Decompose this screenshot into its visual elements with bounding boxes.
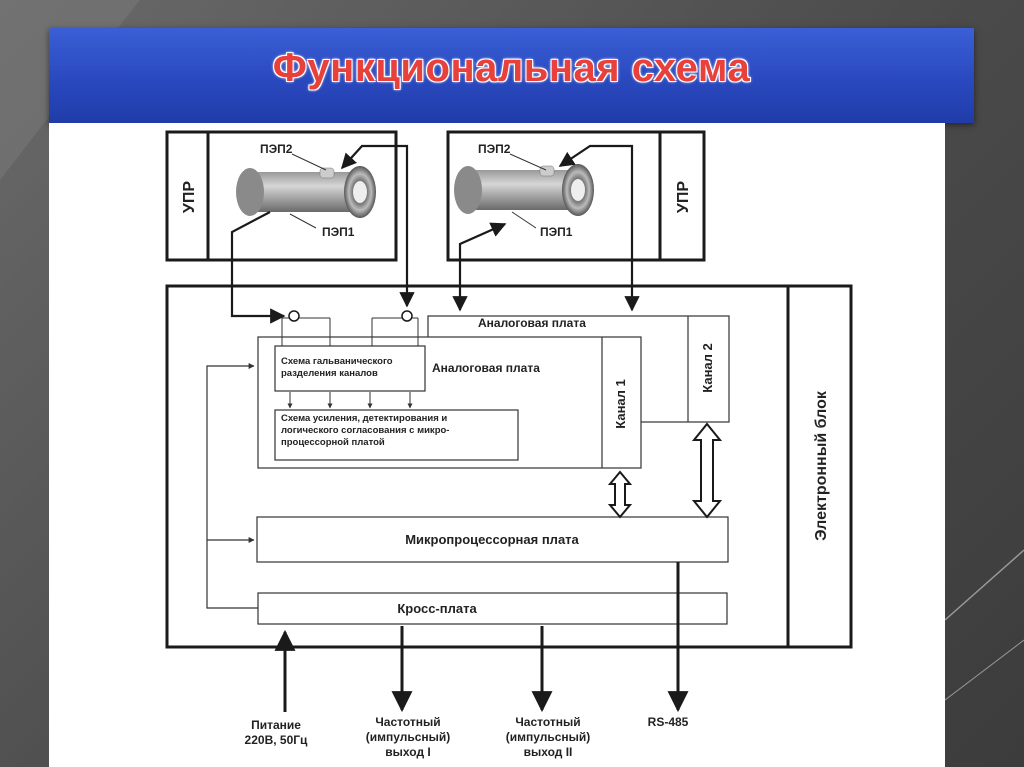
power-label-line-1: Питание xyxy=(251,718,301,732)
connector-2 xyxy=(401,310,413,322)
title-banner: Функциональная схема xyxy=(49,28,974,123)
channel2-label: Канал 2 xyxy=(700,343,715,393)
pep2-label-left: ПЭП2 xyxy=(260,142,293,156)
rs485-label: RS-485 xyxy=(648,715,689,729)
electronic-block-label: Электронный блок xyxy=(813,390,830,541)
sensor-unit-left: УПР ПЭП2 ПЭП1 xyxy=(165,130,398,262)
freq-out-1-line-3: выход I xyxy=(385,745,430,759)
microprocessor-label: Микропроцессорная плата xyxy=(405,532,579,547)
pep2-label-right: ПЭП2 xyxy=(478,142,511,156)
electronic-block: Электронный блок xyxy=(165,284,853,649)
sensor-wiring xyxy=(230,144,640,324)
pep1-label-right: ПЭП1 xyxy=(540,225,573,239)
bus-arrow-channel1 xyxy=(607,470,633,519)
analog-board-outer-label: Аналоговая плата xyxy=(478,316,586,330)
galvanic-isolation-block xyxy=(274,345,426,392)
power-distribution-line xyxy=(206,363,258,609)
galvanic-block-line-2: разделения каналов xyxy=(281,368,378,379)
freq-out-2-line-2: (импульсный) xyxy=(506,730,591,744)
pipe-icon-right xyxy=(454,164,594,216)
freq-out-1-line-1: Частотный xyxy=(375,715,440,729)
freq-out-2-line-1: Частотный xyxy=(515,715,580,729)
amplifier-block-line-3: процессорной платой xyxy=(281,437,385,448)
cross-board-label: Кросс-плата xyxy=(397,601,477,616)
external-io-arrows xyxy=(274,562,689,713)
cross-board: Кросс-плата xyxy=(257,592,728,625)
microprocessor-board: Микропроцессорная плата xyxy=(256,516,729,563)
connector-1 xyxy=(288,310,300,322)
amplifier-block-line-1: Схема усиления, детектирования и xyxy=(281,413,447,424)
upr-label-right: УПР xyxy=(675,181,692,213)
io-labels: Питание 220В, 50Гц Частотный (импульсный… xyxy=(245,715,689,759)
amplifier-block-line-2: логического согласования с микро- xyxy=(281,425,449,436)
bus-arrow-channel2 xyxy=(691,422,723,519)
power-label-line-2: 220В, 50Гц xyxy=(245,733,309,747)
freq-out-1-line-2: (импульсный) xyxy=(366,730,451,744)
analog-board-inner: Аналоговая плата Канал 1 Схема гальванич… xyxy=(257,336,642,469)
pep1-label-left: ПЭП1 xyxy=(322,225,355,239)
galvanic-block-line-1: Схема гальванического xyxy=(281,356,393,367)
upr-label-left: УПР xyxy=(181,181,198,213)
sensor-unit-right: УПР ПЭП2 ПЭП1 xyxy=(446,130,706,262)
pipe-icon-left xyxy=(236,166,376,218)
slide-title: Функциональная схема xyxy=(272,46,751,90)
channel1-label: Канал 1 xyxy=(613,379,628,429)
analog-board-inner-label: Аналоговая плата xyxy=(432,361,540,375)
amplifier-block xyxy=(274,409,519,461)
freq-out-2-line-3: выход II xyxy=(524,745,573,759)
